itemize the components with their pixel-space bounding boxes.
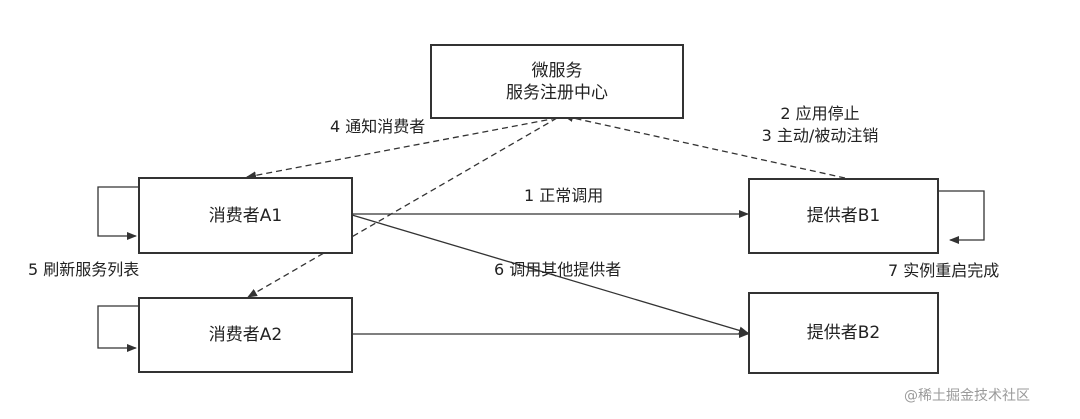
label-normal-call: 1 正常调用	[524, 186, 604, 205]
consumer-a2-label: 消费者A2	[208, 325, 283, 345]
arrow-a1-to-b2	[351, 214, 749, 335]
arrow-registry-to-a1	[246, 117, 558, 180]
label-app-stop: 2 应用停止	[780, 104, 860, 123]
consumer-a2-node: 消费者A2	[138, 297, 353, 373]
registry-node: 微服务 服务注册中心	[430, 44, 684, 119]
provider-b1-label: 提供者B1	[806, 206, 881, 226]
label-deregister: 3 主动/被动注销	[761, 126, 879, 145]
loop-b1-restart	[938, 190, 985, 244]
arrow-b1-to-registry	[563, 114, 846, 179]
provider-b2-label: 提供者B2	[806, 323, 881, 343]
watermark: @稀土掘金技术社区	[904, 388, 1030, 404]
label-notify-consumers: 4 通知消费者	[330, 117, 426, 136]
label-call-other: 6 调用其他提供者	[494, 260, 622, 279]
label-restart-done: 7 实例重启完成	[888, 261, 1000, 280]
registry-title: 微服务	[531, 60, 583, 81]
consumer-a1-node: 消费者A1	[138, 177, 353, 254]
provider-b1-node: 提供者B1	[748, 178, 939, 254]
provider-b2-node: 提供者B2	[748, 292, 939, 374]
consumer-a1-label: 消费者A1	[208, 205, 283, 226]
loop-a1-refresh	[97, 186, 138, 240]
label-refresh-list: 5 刷新服务列表	[28, 260, 140, 279]
registry-subtitle: 服务注册中心	[506, 82, 608, 103]
loop-a2-refresh	[97, 305, 138, 352]
